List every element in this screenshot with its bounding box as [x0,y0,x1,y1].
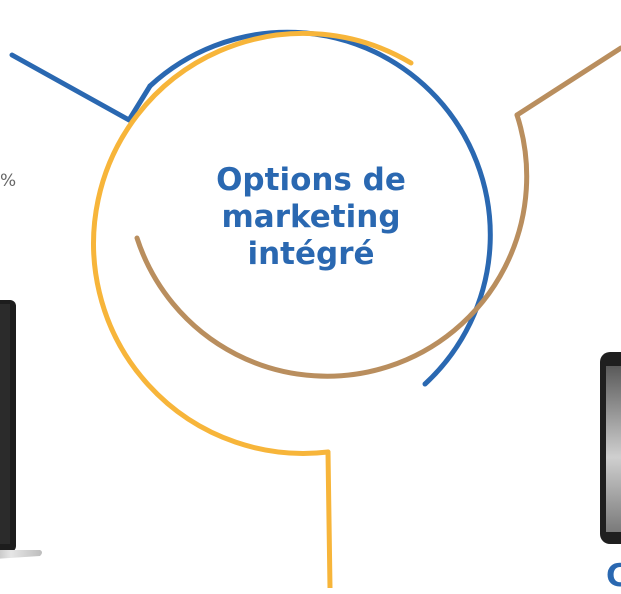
gold-connector-line [325,449,333,588]
gold-ring-arc [91,31,414,456]
tan-ring-arc [134,112,530,379]
phone-image [600,352,621,544]
laptop-image [0,300,42,559]
blue-connector-line [9,52,153,123]
center-title-line-3: intégré [247,236,375,272]
center-title-line-1: Options de [216,162,406,198]
right-text-fragment: C [606,558,621,594]
blue-ring-arc [147,29,493,387]
tan-connector-line [514,45,621,118]
left-text-fragment: % [0,171,17,191]
center-title: Options de marketing intégré [200,162,422,273]
center-title-line-2: marketing [221,199,401,235]
